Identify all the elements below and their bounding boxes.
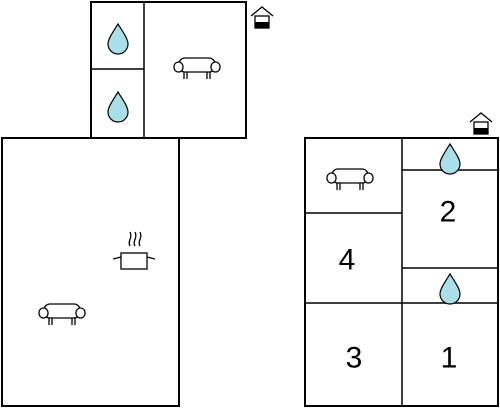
left-floor xyxy=(1,137,180,407)
right-floor: 2 4 3 1 xyxy=(304,137,499,407)
room-label-2: 2 xyxy=(440,196,457,229)
entrance-house-icon xyxy=(250,6,274,29)
room-label-4: 4 xyxy=(339,244,356,277)
upper-floor xyxy=(90,1,247,139)
entrance-house-icon xyxy=(469,112,493,135)
left-floor-outline xyxy=(1,137,180,407)
room-label-1: 1 xyxy=(441,342,458,375)
cooking-pot-icon xyxy=(112,231,156,270)
room-label-3: 3 xyxy=(346,342,363,375)
